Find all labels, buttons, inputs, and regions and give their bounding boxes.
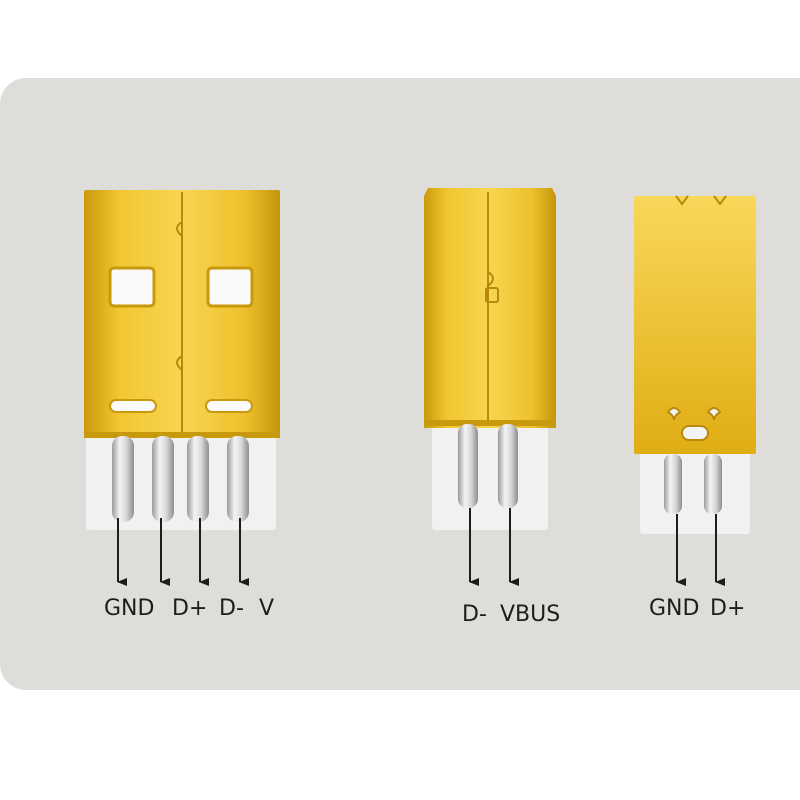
usb-b-label-dminus: D- bbox=[462, 602, 487, 627]
usb-a-label-v: V bbox=[259, 596, 275, 621]
usb-a-arrows bbox=[117, 518, 249, 586]
usb-a-label-dminus: D- bbox=[219, 596, 244, 621]
usb-b-pins bbox=[458, 424, 518, 508]
mini-usb-label-gnd: GND bbox=[649, 596, 700, 621]
usb-a-connector bbox=[84, 190, 280, 586]
usb-a-right-window bbox=[206, 266, 254, 308]
mini-usb-pins bbox=[664, 454, 722, 514]
usb-b-insulator bbox=[432, 420, 548, 530]
mini-usb-insulator bbox=[640, 448, 750, 534]
usb-b-arrows bbox=[469, 508, 519, 586]
usb-b-shell bbox=[424, 188, 556, 428]
mini-usb-shell bbox=[634, 196, 756, 454]
usb-a-label-gnd: GND bbox=[104, 596, 155, 621]
usb-b-connector bbox=[424, 188, 556, 586]
usb-a-pins bbox=[112, 436, 249, 522]
usb-b-label-vbus: VBUS bbox=[500, 602, 561, 627]
usb-a-left-window bbox=[108, 266, 156, 308]
usb-a-label-dplus: D+ bbox=[172, 596, 208, 621]
mini-usb-arrows bbox=[676, 514, 725, 586]
mini-usb-label-dplus: D+ bbox=[710, 596, 746, 621]
mini-usb-connector bbox=[634, 195, 756, 586]
